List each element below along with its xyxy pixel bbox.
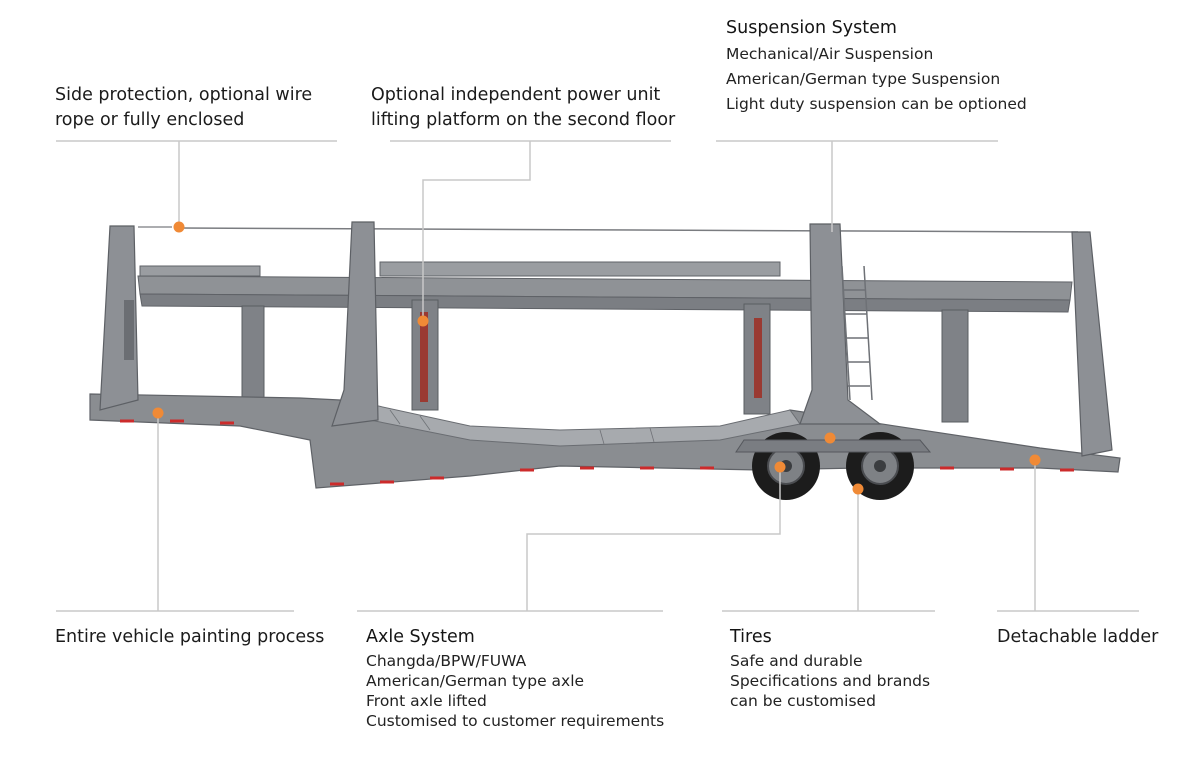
callout-title: Suspension System <box>726 18 897 38</box>
marker-power-unit <box>417 315 429 327</box>
callout-line: Front axle lifted <box>366 692 487 710</box>
marker-side-protection <box>173 221 185 233</box>
callout-line: rope or fully enclosed <box>55 110 245 130</box>
callout-line: lifting platform on the second floor <box>371 110 676 130</box>
callout-power-unit: Optional independent power unit lifting … <box>371 83 675 133</box>
callout-ladder: Detachable ladder <box>997 625 1158 650</box>
leader-lines <box>56 140 1139 612</box>
callout-line: Customised to customer requirements <box>366 712 665 730</box>
callout-line: Light duty suspension can be optioned <box>726 95 1027 113</box>
callout-painting: Entire vehicle painting process <box>55 625 324 650</box>
marker-painting <box>152 407 164 419</box>
car-carrier-trailer <box>89 221 1121 500</box>
callout-line: Safe and durable <box>730 652 863 670</box>
callout-line: Side protection, optional wire <box>55 85 313 105</box>
callout-line: Specifications and brands <box>730 672 931 690</box>
callout-line: Changda/BPW/FUWA <box>366 652 527 670</box>
callout-line: Optional independent power unit <box>371 85 661 105</box>
markers <box>152 221 1041 495</box>
marker-suspension <box>824 432 836 444</box>
marker-ladder <box>1029 454 1041 466</box>
marker-tires <box>852 483 864 495</box>
callout-line: American/German type axle <box>366 672 585 690</box>
marker-axle <box>774 461 786 473</box>
callout-line: American/German type Suspension <box>726 70 1001 88</box>
callout-tires: Tires Safe and durable Specifications an… <box>730 625 930 711</box>
callout-line: Mechanical/Air Suspension <box>726 45 934 63</box>
callout-suspension: Suspension System Mechanical/Air Suspens… <box>726 16 1027 117</box>
callout-line: can be customised <box>730 692 876 710</box>
callout-axle: Axle System Changda/BPW/FUWA American/Ge… <box>366 625 664 731</box>
callout-title: Entire vehicle painting process <box>55 627 325 647</box>
callout-title: Axle System <box>366 627 475 647</box>
callout-title: Tires <box>730 627 772 647</box>
callout-title: Detachable ladder <box>997 627 1159 647</box>
callout-side-protection: Side protection, optional wire rope or f… <box>55 83 312 133</box>
